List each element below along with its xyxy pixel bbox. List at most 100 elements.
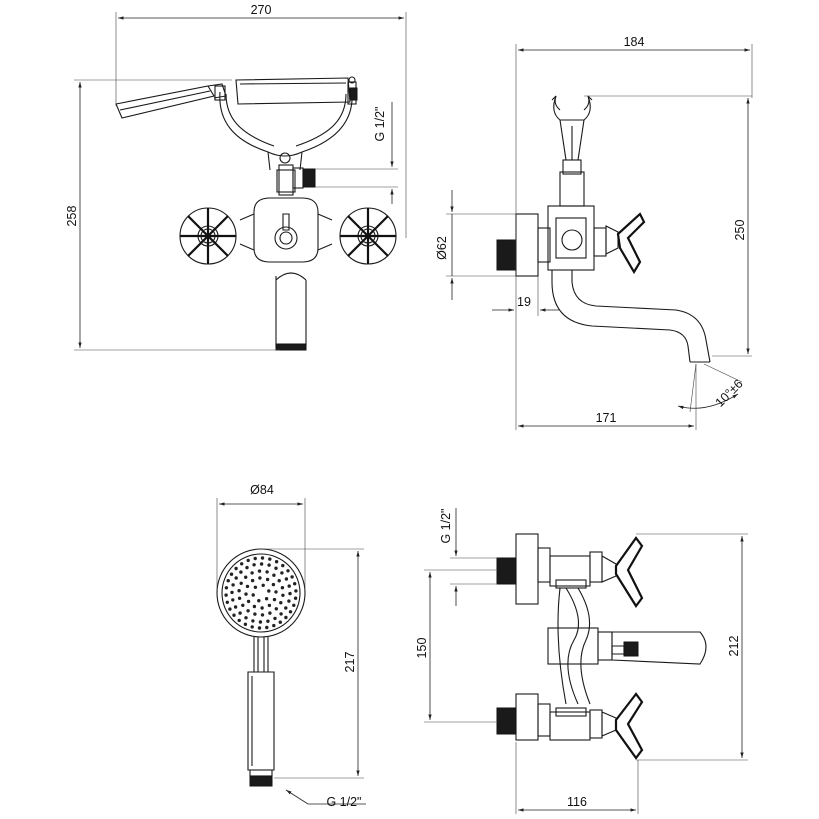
top-lower-valve <box>496 692 644 760</box>
nozzle-dot <box>237 596 242 600</box>
nozzle-dot <box>287 599 291 603</box>
side-view: 184 250 Ø62 19 171 10°±6 <box>435 35 753 430</box>
nozzle-dot <box>250 578 255 583</box>
nozzle-dot <box>279 601 283 605</box>
side-diameter-label: Ø62 <box>435 236 449 260</box>
nozzle-dot <box>284 615 288 620</box>
nozzle-dot <box>246 599 251 604</box>
nozzle-dot <box>239 581 243 585</box>
side-reach-label: 171 <box>596 411 617 425</box>
nozzle-dot <box>274 566 278 570</box>
nozzle-dot <box>288 610 293 614</box>
top-height-label: 212 <box>727 636 741 657</box>
front-hand-shower <box>115 76 358 119</box>
nozzle-dot <box>251 619 255 623</box>
nozzle-dot <box>234 566 238 571</box>
nozzle-dot <box>253 612 257 616</box>
front-height-label: 258 <box>65 206 79 227</box>
nozzle-dot <box>245 565 249 570</box>
nozzle-dot <box>280 586 285 590</box>
front-holder-fork <box>219 91 353 171</box>
nozzle-dot <box>260 606 264 610</box>
nozzle-dot <box>268 557 272 561</box>
hand-shower-view: Ø84 217 G 1/2" <box>216 483 366 809</box>
front-left-handle <box>179 207 237 265</box>
side-height-label: 250 <box>733 220 747 241</box>
hand-shower-face <box>216 548 306 638</box>
nozzle-dot <box>251 593 255 597</box>
nozzle-dot <box>244 592 248 596</box>
front-dimensions: 270 258 G 1/2" <box>65 3 407 351</box>
nozzle-dot <box>267 603 272 608</box>
nozzle-dot <box>228 607 232 611</box>
nozzle-dot <box>293 582 297 586</box>
nozzle-dot <box>240 562 244 566</box>
front-view: 270 258 G 1/2" <box>65 3 407 351</box>
nozzle-dot <box>260 613 265 617</box>
nozzle-dot <box>239 570 243 574</box>
hand-shower-dimensions: Ø84 217 G 1/2" <box>216 483 366 809</box>
nozzle-dot <box>258 620 263 624</box>
nozzle-dot <box>238 611 242 615</box>
nozzle-dot <box>244 616 248 620</box>
top-center-body <box>547 587 707 705</box>
front-right-handle <box>339 207 397 265</box>
nozzle-dot <box>281 593 285 597</box>
nozzle-dot <box>241 603 245 607</box>
nozzle-dot <box>257 569 262 573</box>
hand-shower-handle <box>247 637 275 787</box>
hand-shower-diameter-label: Ø84 <box>250 483 274 497</box>
nozzle-dot <box>265 577 270 582</box>
nozzle-dot <box>271 582 276 587</box>
front-width-label: 270 <box>251 3 272 17</box>
nozzle-dot <box>234 576 238 580</box>
hand-shower-nozzles <box>224 556 298 630</box>
nozzle-dot <box>258 576 262 580</box>
nozzle-dot <box>260 556 265 560</box>
nozzle-dot <box>267 589 271 593</box>
nozzle-dot <box>279 612 283 616</box>
nozzle-dot <box>292 603 296 607</box>
nozzle-dot <box>265 625 269 630</box>
top-depth-label: 116 <box>567 795 587 809</box>
nozzle-dot <box>277 579 281 583</box>
hand-shower-length-label: 217 <box>343 652 357 673</box>
nozzle-dot <box>290 575 294 579</box>
nozzle-dot <box>232 613 236 617</box>
nozzle-dot <box>246 609 250 613</box>
nozzle-dot <box>224 586 229 590</box>
nozzle-dot <box>237 589 241 593</box>
hand-shower-thread-label: G 1/2" <box>326 795 361 809</box>
top-dimensions: G 1/2" 150 212 116 <box>415 508 748 814</box>
nozzle-dot <box>294 589 298 593</box>
nozzle-dot <box>225 600 229 604</box>
top-thread-label: G 1/2" <box>439 508 453 543</box>
side-spout <box>551 270 711 363</box>
nozzle-dot <box>268 611 272 615</box>
nozzle-dot <box>250 625 254 629</box>
nozzle-dot <box>272 623 276 628</box>
nozzle-dot <box>287 584 291 588</box>
nozzle-dot <box>252 604 257 609</box>
side-offset-label: 19 <box>517 295 531 309</box>
nozzle-dot <box>274 560 279 564</box>
nozzle-dot <box>246 558 250 563</box>
nozzle-dot <box>261 583 265 587</box>
nozzle-dot <box>253 556 257 561</box>
nozzle-dot <box>288 591 292 596</box>
nozzle-dot <box>252 563 256 567</box>
nozzle-dot <box>281 563 285 568</box>
nozzle-dot <box>273 616 277 621</box>
nozzle-dot <box>259 562 264 566</box>
top-spacing-label: 150 <box>415 638 429 659</box>
nozzle-dot <box>230 590 234 595</box>
side-inlet-thread <box>496 239 517 271</box>
nozzle-dot <box>231 598 235 602</box>
nozzle-dot <box>250 571 254 575</box>
nozzle-dot <box>284 606 288 610</box>
nozzle-dot <box>293 596 298 600</box>
nozzle-dot <box>267 563 271 567</box>
nozzle-dot <box>243 622 248 626</box>
side-wall-flange <box>515 213 539 277</box>
